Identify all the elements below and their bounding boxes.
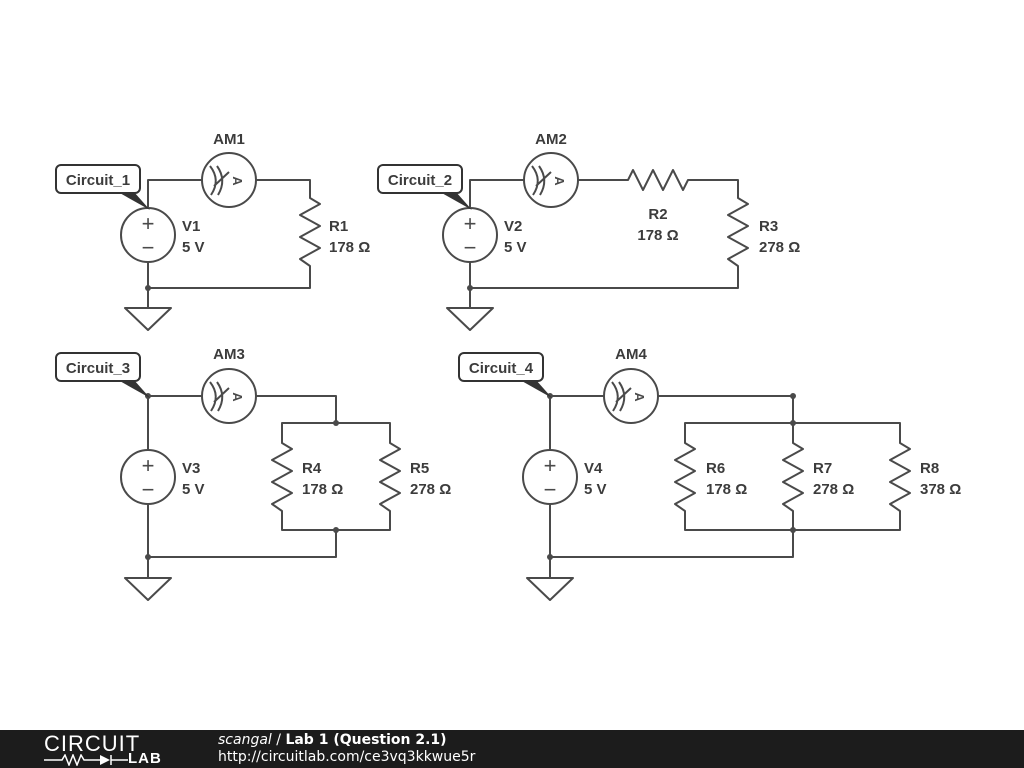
source-name: V3: [182, 460, 200, 477]
ammeter-a-glyph: A: [230, 176, 245, 186]
resistor-r7[interactable]: [782, 442, 804, 512]
circuitlab-logo[interactable]: CIRCUIT LAB: [40, 731, 175, 768]
circuit-2: + − A Circuit_2 AM2 V2 5 V R2 178 Ω R3 2…: [377, 131, 800, 331]
resistor-value: 178 Ω: [329, 239, 370, 256]
ammeter-a-glyph: A: [632, 392, 647, 402]
source-name: V1: [182, 218, 200, 235]
junction-node: [467, 285, 473, 291]
circuit-4: + − A Circuit_4 AM4 V4 5 V R6 178 Ω R7 2…: [458, 346, 961, 601]
logo-wordmark-bottom: LAB: [128, 750, 162, 767]
plus-sign: +: [142, 453, 155, 478]
source-value: 5 V: [182, 239, 205, 256]
resistor-name: R3: [759, 218, 778, 235]
net-tag-circuit-3: Circuit_3: [55, 352, 150, 398]
resistor-name: R6: [706, 460, 725, 477]
voltage-source-v4[interactable]: + −: [522, 449, 578, 505]
voltage-source-v2[interactable]: + −: [442, 207, 498, 263]
resistor-r4[interactable]: [271, 442, 293, 512]
junction-node: [145, 554, 151, 560]
resistor-r6[interactable]: [674, 442, 696, 512]
resistor-name: R5: [410, 460, 429, 477]
resistor-value: 278 Ω: [410, 481, 451, 498]
byline: scangal / Lab 1 (Question 2.1): [218, 732, 447, 748]
ground-symbol: [526, 577, 574, 601]
minus-sign: −: [544, 477, 557, 502]
plus-sign: +: [464, 211, 477, 236]
ammeter-am1[interactable]: A: [201, 152, 257, 208]
ammeter-a-glyph: A: [230, 392, 245, 402]
source-name: V4: [584, 460, 603, 477]
resistor-name: R1: [329, 218, 348, 235]
tag-label: Circuit_4: [469, 360, 534, 377]
ground-symbol: [446, 307, 494, 331]
byline-separator: /: [271, 732, 286, 748]
logo-wordmark-top: CIRCUIT: [44, 731, 141, 756]
junction-node: [333, 420, 339, 426]
ammeter-a-glyph: A: [552, 176, 567, 186]
tag-label: Circuit_1: [66, 172, 130, 189]
source-value: 5 V: [584, 481, 607, 498]
junction-node: [333, 527, 339, 533]
resistor-value: 378 Ω: [920, 481, 961, 498]
ammeter-label: AM2: [535, 131, 567, 148]
resistor-r8[interactable]: [889, 442, 911, 512]
junction-node: [790, 393, 796, 399]
resistor-r2[interactable]: [627, 169, 689, 191]
schematic-url[interactable]: http://circuitlab.com/ce3vq3kkwue5r: [218, 749, 476, 765]
resistor-diode-logo-icon: [44, 754, 128, 766]
resistor-name: R8: [920, 460, 939, 477]
net-tag-circuit-2: Circuit_2: [377, 164, 472, 210]
resistor-name: R2: [648, 206, 667, 223]
plus-sign: +: [544, 453, 557, 478]
voltage-source-v3[interactable]: + −: [120, 449, 176, 505]
schematic-canvas: + − A Circuit_1 AM1 V1 5 V R1 178 Ω +: [55, 131, 961, 601]
resistor-value: 178 Ω: [637, 227, 678, 244]
source-value: 5 V: [504, 239, 527, 256]
minus-sign: −: [142, 235, 155, 260]
ammeter-label: AM1: [213, 131, 245, 148]
resistor-value: 178 Ω: [706, 481, 747, 498]
tag-label: Circuit_2: [388, 172, 452, 189]
ammeter-label: AM3: [213, 346, 245, 363]
resistor-value: 178 Ω: [302, 481, 343, 498]
source-name: V2: [504, 218, 522, 235]
voltage-source-v1[interactable]: + −: [120, 207, 176, 263]
resistor-r1[interactable]: [299, 197, 321, 267]
junction-node: [790, 420, 796, 426]
resistor-value: 278 Ω: [813, 481, 854, 498]
circuit-3: + − A Circuit_3 AM3 V3 5 V R4 178 Ω R5 2…: [55, 346, 451, 601]
resistor-name: R4: [302, 460, 322, 477]
ground-symbol: [124, 307, 172, 331]
ammeter-am2[interactable]: A: [523, 152, 579, 208]
ammeter-am3[interactable]: A: [201, 368, 257, 424]
schematic-title: Lab 1 (Question 2.1): [285, 732, 447, 748]
junction-node: [547, 554, 553, 560]
author-link[interactable]: scangal: [218, 732, 272, 748]
plus-sign: +: [142, 211, 155, 236]
footer-bar: CIRCUIT LAB scangal / Lab 1 (Question 2.…: [0, 730, 1024, 768]
net-tag-circuit-1: Circuit_1: [55, 164, 150, 210]
ammeter-am4[interactable]: A: [603, 368, 659, 424]
ground-symbol: [124, 577, 172, 601]
source-value: 5 V: [182, 481, 205, 498]
resistor-r5[interactable]: [379, 442, 401, 512]
ammeter-label: AM4: [615, 346, 647, 363]
resistor-value: 278 Ω: [759, 239, 800, 256]
circuit-1: + − A Circuit_1 AM1 V1 5 V R1 178 Ω: [55, 131, 370, 331]
minus-sign: −: [464, 235, 477, 260]
resistor-r3[interactable]: [727, 197, 749, 267]
resistor-name: R7: [813, 460, 832, 477]
minus-sign: −: [142, 477, 155, 502]
tag-label: Circuit_3: [66, 360, 130, 377]
net-tag-circuit-4: Circuit_4: [458, 352, 552, 398]
junction-node: [790, 527, 796, 533]
junction-node: [145, 285, 151, 291]
